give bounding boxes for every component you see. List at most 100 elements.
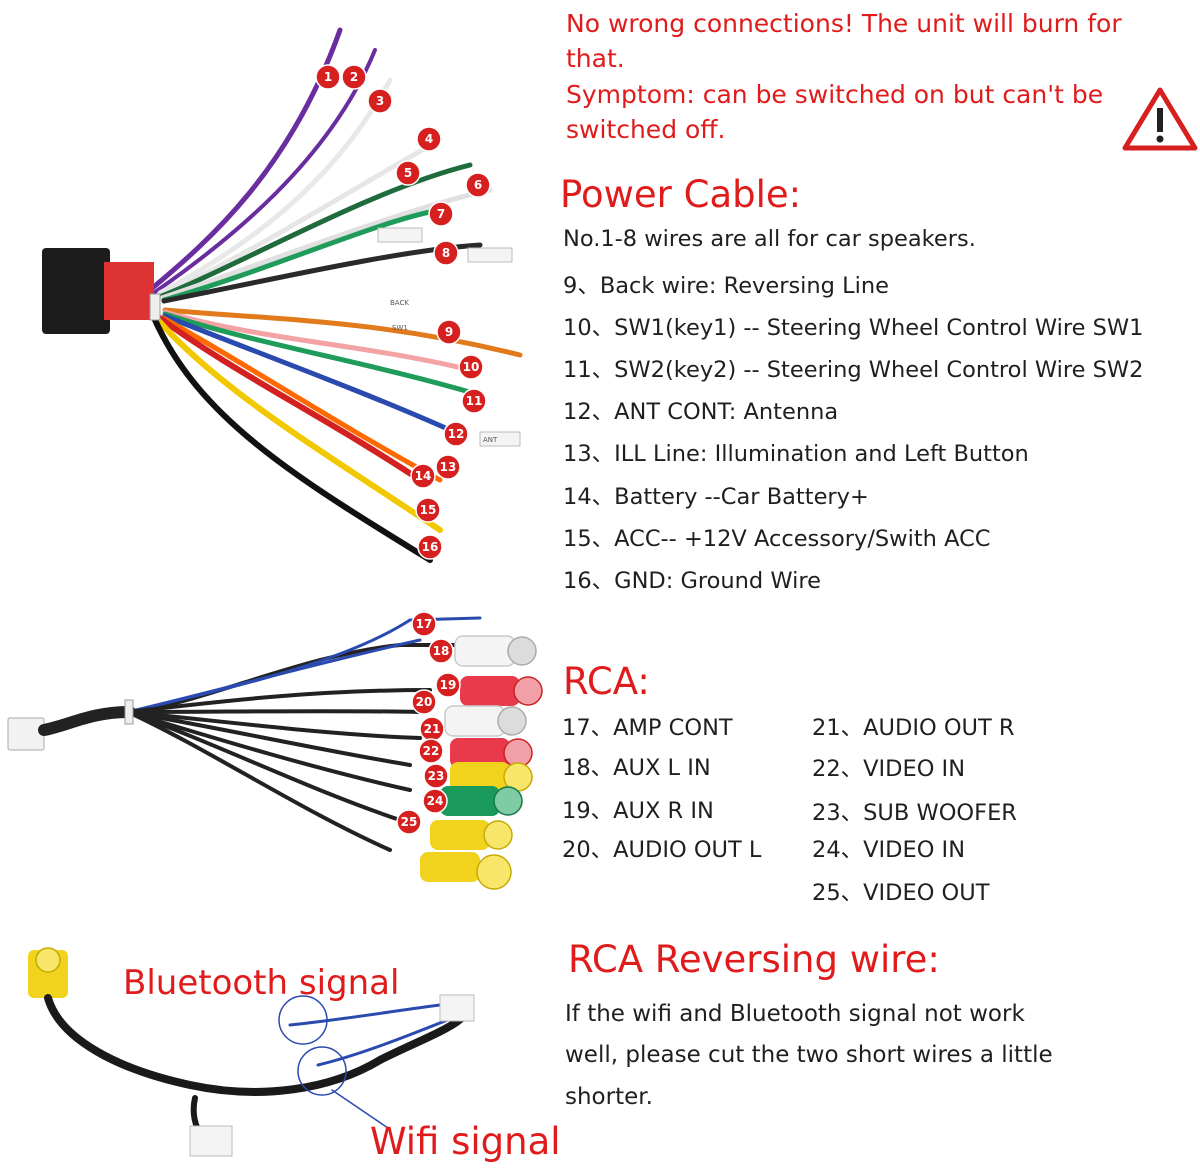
badge-2: 2	[341, 64, 367, 90]
svg-text:7: 7	[437, 207, 445, 221]
rca-item-21: 21、AUDIO OUT R	[812, 715, 1015, 741]
power-item-11: 11、SW2(key2) -- Steering Wheel Control W…	[563, 357, 1144, 383]
badge-12: 12	[443, 421, 469, 447]
badge-3: 3	[367, 88, 393, 114]
wire-13	[160, 315, 443, 483]
wifi-callout-pointer	[331, 1089, 389, 1129]
rca-plug-red	[450, 738, 510, 768]
svg-text:17: 17	[416, 617, 433, 631]
power-cable-title: Power Cable:	[560, 173, 802, 216]
power-cable-badges: 1 2 3 4 5 6 7 8 9 10 11 12 13 14 15 16	[315, 64, 491, 560]
tag-sw1: SW1	[392, 324, 408, 332]
wire-7	[161, 207, 443, 303]
power-item-14: 14、Battery --Car Battery+	[563, 484, 869, 510]
wire-16	[152, 317, 433, 563]
power-connector	[42, 248, 110, 334]
badge-25: 25	[396, 809, 422, 835]
badge-6: 6	[465, 172, 491, 198]
wire-5	[159, 162, 473, 299]
warning-line-3: Symptom: can be switched on but can't be	[566, 80, 1104, 109]
bluetooth-signal-label: Bluetooth signal	[123, 963, 400, 1003]
svg-text:15: 15	[420, 503, 437, 517]
rca-title: RCA:	[563, 660, 650, 703]
svg-text:19: 19	[440, 678, 457, 692]
reversing-line-1: If the wifi and Bluetooth signal not wor…	[565, 1001, 1025, 1027]
badge-1: 1	[315, 64, 341, 90]
warning-line-4: switched off.	[566, 115, 726, 144]
svg-text:10: 10	[463, 360, 480, 374]
svg-text:21: 21	[424, 722, 441, 736]
power-item-16: 16、GND: Ground Wire	[563, 568, 821, 594]
svg-text:22: 22	[423, 744, 440, 758]
badge-5: 5	[395, 160, 421, 186]
power-item-9: 9、Back wire: Reversing Line	[563, 273, 890, 299]
rca-plugs	[420, 635, 543, 890]
reversing-title: RCA Reversing wire:	[568, 938, 940, 981]
badge-8: 8	[433, 240, 459, 266]
svg-text:11: 11	[466, 394, 483, 408]
rca-item-20: 20、AUDIO OUT L	[562, 837, 762, 863]
warning-line-1: No wrong connections! The unit will burn…	[566, 9, 1122, 38]
svg-text:18: 18	[433, 644, 450, 658]
svg-text:13: 13	[440, 460, 457, 474]
svg-text:6: 6	[474, 178, 482, 192]
wire-tag-labels: BACK SW1 ANT	[390, 299, 498, 444]
wire-tag	[377, 227, 423, 243]
rca-item-19: 19、AUX R IN	[562, 798, 714, 824]
wire-6	[159, 187, 493, 301]
wire-4	[157, 137, 443, 298]
power-item-15: 15、ACC-- +12V Accessory/Swith ACC	[563, 526, 991, 552]
wifi-signal-label: Wifi signal	[370, 1120, 561, 1163]
badge-9: 9	[436, 319, 462, 345]
power-cable-intro: No.1-8 wires are all for car speakers.	[563, 226, 976, 252]
rca-plug-red	[460, 676, 520, 706]
svg-text:20: 20	[416, 695, 433, 709]
svg-text:24: 24	[427, 794, 444, 808]
rca-connector	[7, 717, 45, 751]
svg-text:14: 14	[415, 469, 432, 483]
badge-17: 17	[411, 611, 437, 637]
badge-4: 4	[416, 126, 442, 152]
power-item-10: 10、SW1(key1) -- Steering Wheel Control W…	[563, 315, 1144, 341]
svg-text:25: 25	[401, 815, 418, 829]
rca-item-25: 25、VIDEO OUT	[812, 880, 990, 906]
svg-text:1: 1	[324, 70, 332, 84]
reversing-connector	[439, 994, 475, 1022]
badge-23: 23	[423, 763, 449, 789]
badge-14: 14	[410, 463, 436, 489]
rca-item-18: 18、AUX L IN	[562, 755, 711, 781]
badge-10: 10	[458, 354, 484, 380]
svg-text:8: 8	[442, 246, 450, 260]
power-item-12: 12、ANT CONT: Antenna	[563, 399, 839, 425]
rca-plug-yellow	[420, 852, 480, 882]
badge-16: 16	[417, 534, 443, 560]
rca-item-22: 22、VIDEO IN	[812, 756, 966, 782]
wire-11	[162, 311, 483, 398]
wire-tag	[467, 247, 513, 263]
svg-text:23: 23	[428, 769, 445, 783]
svg-text:4: 4	[425, 132, 433, 146]
badge-7: 7	[428, 201, 454, 227]
wire-12	[162, 313, 453, 433]
reversing-module	[189, 1125, 233, 1157]
rca-badges: 17 18 19 20 21 22 23 24 25	[396, 611, 461, 835]
svg-text:9: 9	[445, 325, 453, 339]
badge-11: 11	[461, 388, 487, 414]
rca-plug-green	[440, 786, 500, 816]
badge-18: 18	[428, 638, 454, 664]
wire-10	[162, 309, 473, 373]
power-item-13: 13、ILL Line: Illumination and Left Butto…	[563, 441, 1029, 467]
rca-item-24: 24、VIDEO IN	[812, 837, 966, 863]
badge-15: 15	[415, 497, 441, 523]
cable-tie	[149, 293, 161, 321]
wire-14	[157, 315, 423, 483]
rca-item-17: 17、AMP CONT	[562, 715, 733, 741]
wire-2	[153, 48, 377, 294]
wifi-callout-circle	[297, 1046, 347, 1096]
svg-text:12: 12	[448, 427, 465, 441]
power-cable-harness	[42, 27, 523, 563]
badge-22: 22	[418, 738, 444, 764]
bluetooth-callout-circle	[278, 995, 328, 1045]
wire-tag	[479, 431, 521, 447]
